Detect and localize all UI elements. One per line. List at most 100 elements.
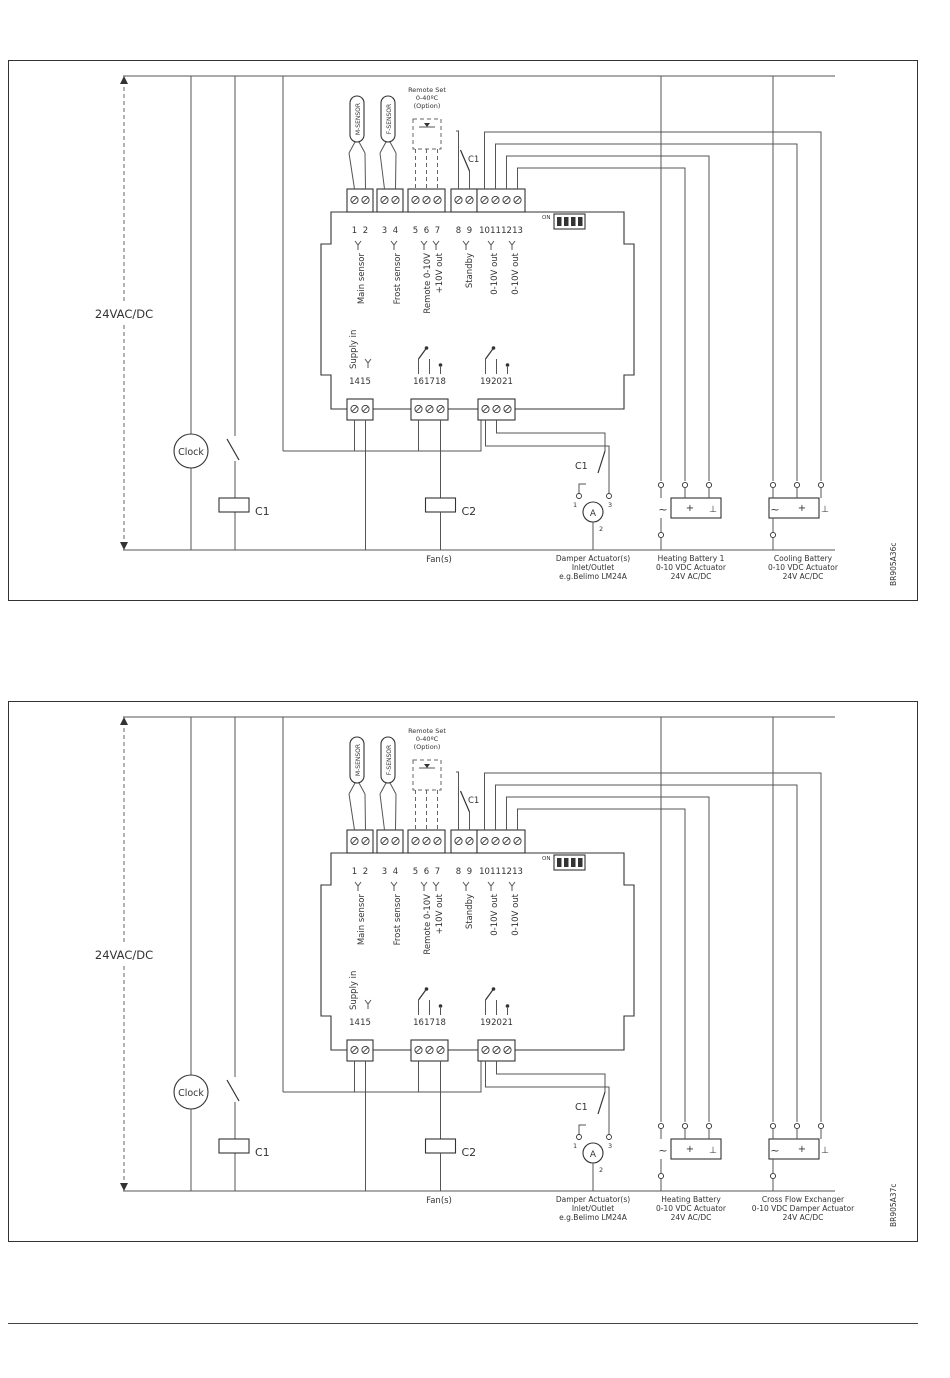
terminal-block (346, 829, 374, 854)
potentiometer-icon (424, 123, 430, 127)
terminal-number: 8 (456, 226, 461, 236)
clock-label: Clock (178, 447, 204, 458)
terminal-number: 5 (413, 226, 418, 236)
ground-icon (462, 881, 470, 891)
sensor-icon (349, 736, 365, 784)
actuator-box-icon (670, 1138, 722, 1160)
remote-set-label: 0-40ºC (416, 735, 439, 743)
terminal-number: 13 (512, 867, 523, 877)
device-caption: Damper Actuator(s) (556, 554, 630, 563)
arrow-up-icon (120, 717, 128, 725)
standby-contact: C1 (456, 130, 479, 189)
battery-symbol: ~ (658, 503, 667, 516)
remote-set-label: (Option) (414, 743, 441, 751)
battery-symbol: + (798, 503, 806, 514)
terminal-label: Frost sensor (393, 894, 403, 946)
terminal-number: 2 (363, 867, 368, 877)
terminal-number: 4 (393, 867, 398, 877)
top-terminal-blocks (346, 829, 526, 854)
dip-label: ON (542, 856, 550, 862)
terminal-number: 5 (413, 867, 418, 877)
terminal-number: 16 (413, 377, 424, 387)
terminal-block (476, 188, 526, 213)
terminal-number: 21 (502, 377, 513, 387)
arrow-down-icon (120, 542, 128, 550)
terminal-label: Frost sensor (393, 253, 403, 305)
battery-symbol: + (686, 503, 694, 514)
remote-set-label: Remote Set (408, 727, 446, 735)
standby-switch-contact (459, 790, 471, 813)
remote-set-label: 0-40ºC (416, 94, 439, 102)
battery-symbol: + (798, 1144, 806, 1155)
ground-icon (487, 881, 495, 891)
actuator-pin: 2 (599, 1166, 603, 1174)
terminal-label: Remote 0-10V (423, 253, 433, 314)
live-to-relay (283, 1059, 482, 1093)
controller-outline (320, 852, 635, 1051)
device-caption: Damper Actuator(s) (556, 1195, 630, 1204)
ground-icon (420, 240, 428, 250)
device-caption: 0-10 VDC Damper Actuator (752, 1204, 855, 1213)
actuator-pin: 2 (599, 525, 603, 533)
ground-icon (390, 881, 398, 891)
top-terminal-blocks (346, 188, 526, 213)
ground-icon (487, 240, 495, 250)
relay-output-contact (418, 346, 443, 374)
heating-battery: ~+⊥Heating Battery 10-10 VDC Actuator24V… (656, 481, 727, 581)
terminal-number: 14 (349, 1018, 360, 1028)
arrow-down-icon (120, 1183, 128, 1191)
terminal-block (346, 398, 374, 421)
terminal-number: 11 (490, 867, 501, 877)
ground-icon (462, 240, 470, 250)
bottom-terminal-blocks (346, 398, 516, 421)
sensor-label: F-SENSOR (386, 104, 393, 134)
main-sensor: M-SENSOR (348, 736, 366, 831)
actuator-box-icon (768, 497, 820, 519)
battery-symbol: ⊥ (821, 505, 829, 515)
dip-label: ON (542, 215, 550, 221)
fan-label: Fan(s) (426, 1196, 452, 1206)
remote-set-label: (Option) (414, 102, 441, 110)
device-caption: Cooling Battery (774, 554, 833, 563)
device-caption: 24V AC/DC (783, 1213, 824, 1222)
terminal-number: 3 (382, 226, 387, 236)
supply-label: Supply in (349, 971, 359, 1010)
actuator-box-icon (768, 1138, 820, 1160)
bottom-terminal-blocks (346, 1039, 516, 1062)
clock-icon (173, 1074, 209, 1110)
device-caption: 24V AC/DC (783, 572, 824, 581)
terminal-number: 14 (349, 377, 360, 387)
terminal-number: 19 (480, 1018, 491, 1028)
supply-in: Supply in (349, 330, 372, 550)
sensor-icon (380, 95, 396, 143)
coil-icon (424, 1138, 457, 1154)
clock-switch-contact (226, 1079, 240, 1102)
clock-icon (173, 433, 209, 469)
device-caption: 0-10 VDC Actuator (656, 563, 727, 572)
relay-label-c1: C1 (255, 505, 270, 518)
terminal-number: 15 (360, 1018, 371, 1028)
voltage-dimension: 24VAC/DC (89, 717, 159, 1191)
relay-output-contact (485, 987, 510, 1015)
dip-switch: ON (542, 213, 586, 230)
actuator-pin: 1 (573, 501, 577, 509)
clock-label: Clock (178, 1088, 204, 1099)
fan-label: Fan(s) (426, 555, 452, 565)
ground-icon (432, 881, 440, 891)
terminal-number: 1 (352, 867, 357, 877)
terminal-block (476, 829, 526, 854)
device-caption: 0-10 VDC Actuator (656, 1204, 727, 1213)
terminal-block (376, 829, 404, 854)
terminal-number: 18 (435, 377, 446, 387)
ground-icon (364, 999, 372, 1009)
analog-output-wires (484, 76, 822, 481)
